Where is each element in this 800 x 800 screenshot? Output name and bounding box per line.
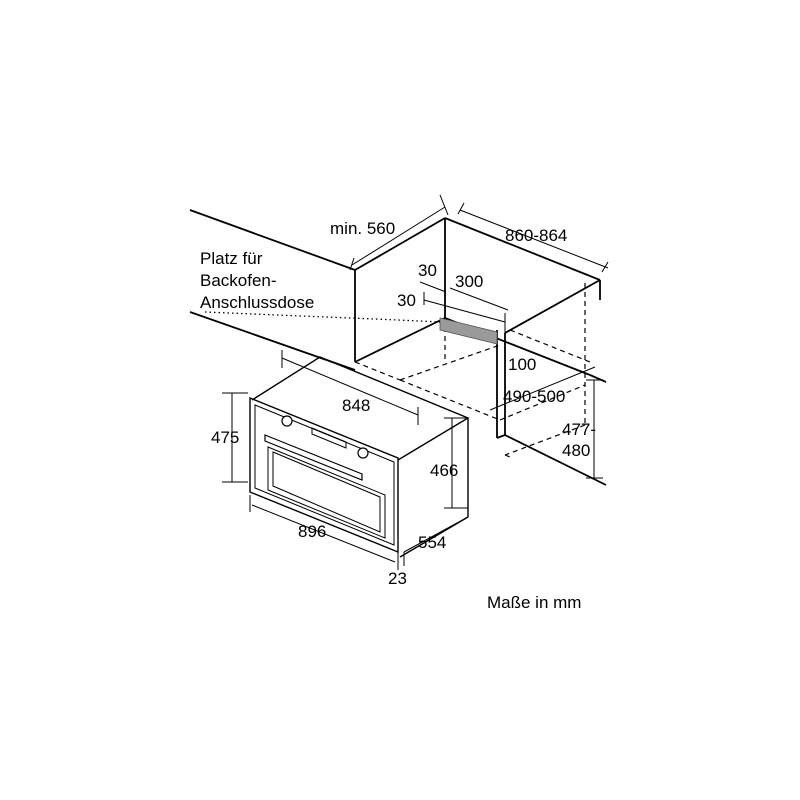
dim-front-height: 475 — [211, 428, 239, 447]
outlet-note: Platz für Backofen- Anschlussdose — [200, 249, 314, 312]
oven — [249, 356, 470, 558]
outlet-area — [423, 292, 506, 345]
dim-front-thickness: 23 — [388, 569, 407, 588]
dim-front-height-range-b: 480 — [562, 441, 590, 460]
right-knob-icon — [357, 447, 369, 459]
dim-niche-depth-min: min. 560 — [330, 219, 395, 238]
dim-body-height: 466 — [430, 461, 458, 480]
dim-outlet-width: 300 — [455, 272, 483, 291]
outlet-note-line-2: Backofen- — [200, 271, 277, 290]
dim-outlet-height: 100 — [508, 355, 536, 374]
dim-front-height-range-a: 477- — [562, 420, 596, 439]
dim-niche-height-range: 490-500 — [503, 387, 565, 406]
dim-front-width: 896 — [298, 522, 326, 541]
dimension-lines — [222, 194, 609, 570]
door-handle — [264, 434, 363, 481]
dim-outlet-offset-top: 30 — [418, 261, 437, 280]
dim-body-depth: 554 — [418, 533, 446, 552]
outlet-note-line-1: Platz für — [200, 249, 263, 268]
dim-body-width: 848 — [342, 396, 370, 415]
outlet-note-line-3: Anschlussdose — [200, 293, 314, 312]
outlet-leader-line — [204, 311, 441, 323]
dim-niche-width: 860-864 — [505, 226, 567, 245]
units-note: Maße in mm — [487, 593, 581, 612]
dim-outlet-offset-side: 30 — [397, 291, 416, 310]
left-knob-icon — [281, 415, 293, 427]
